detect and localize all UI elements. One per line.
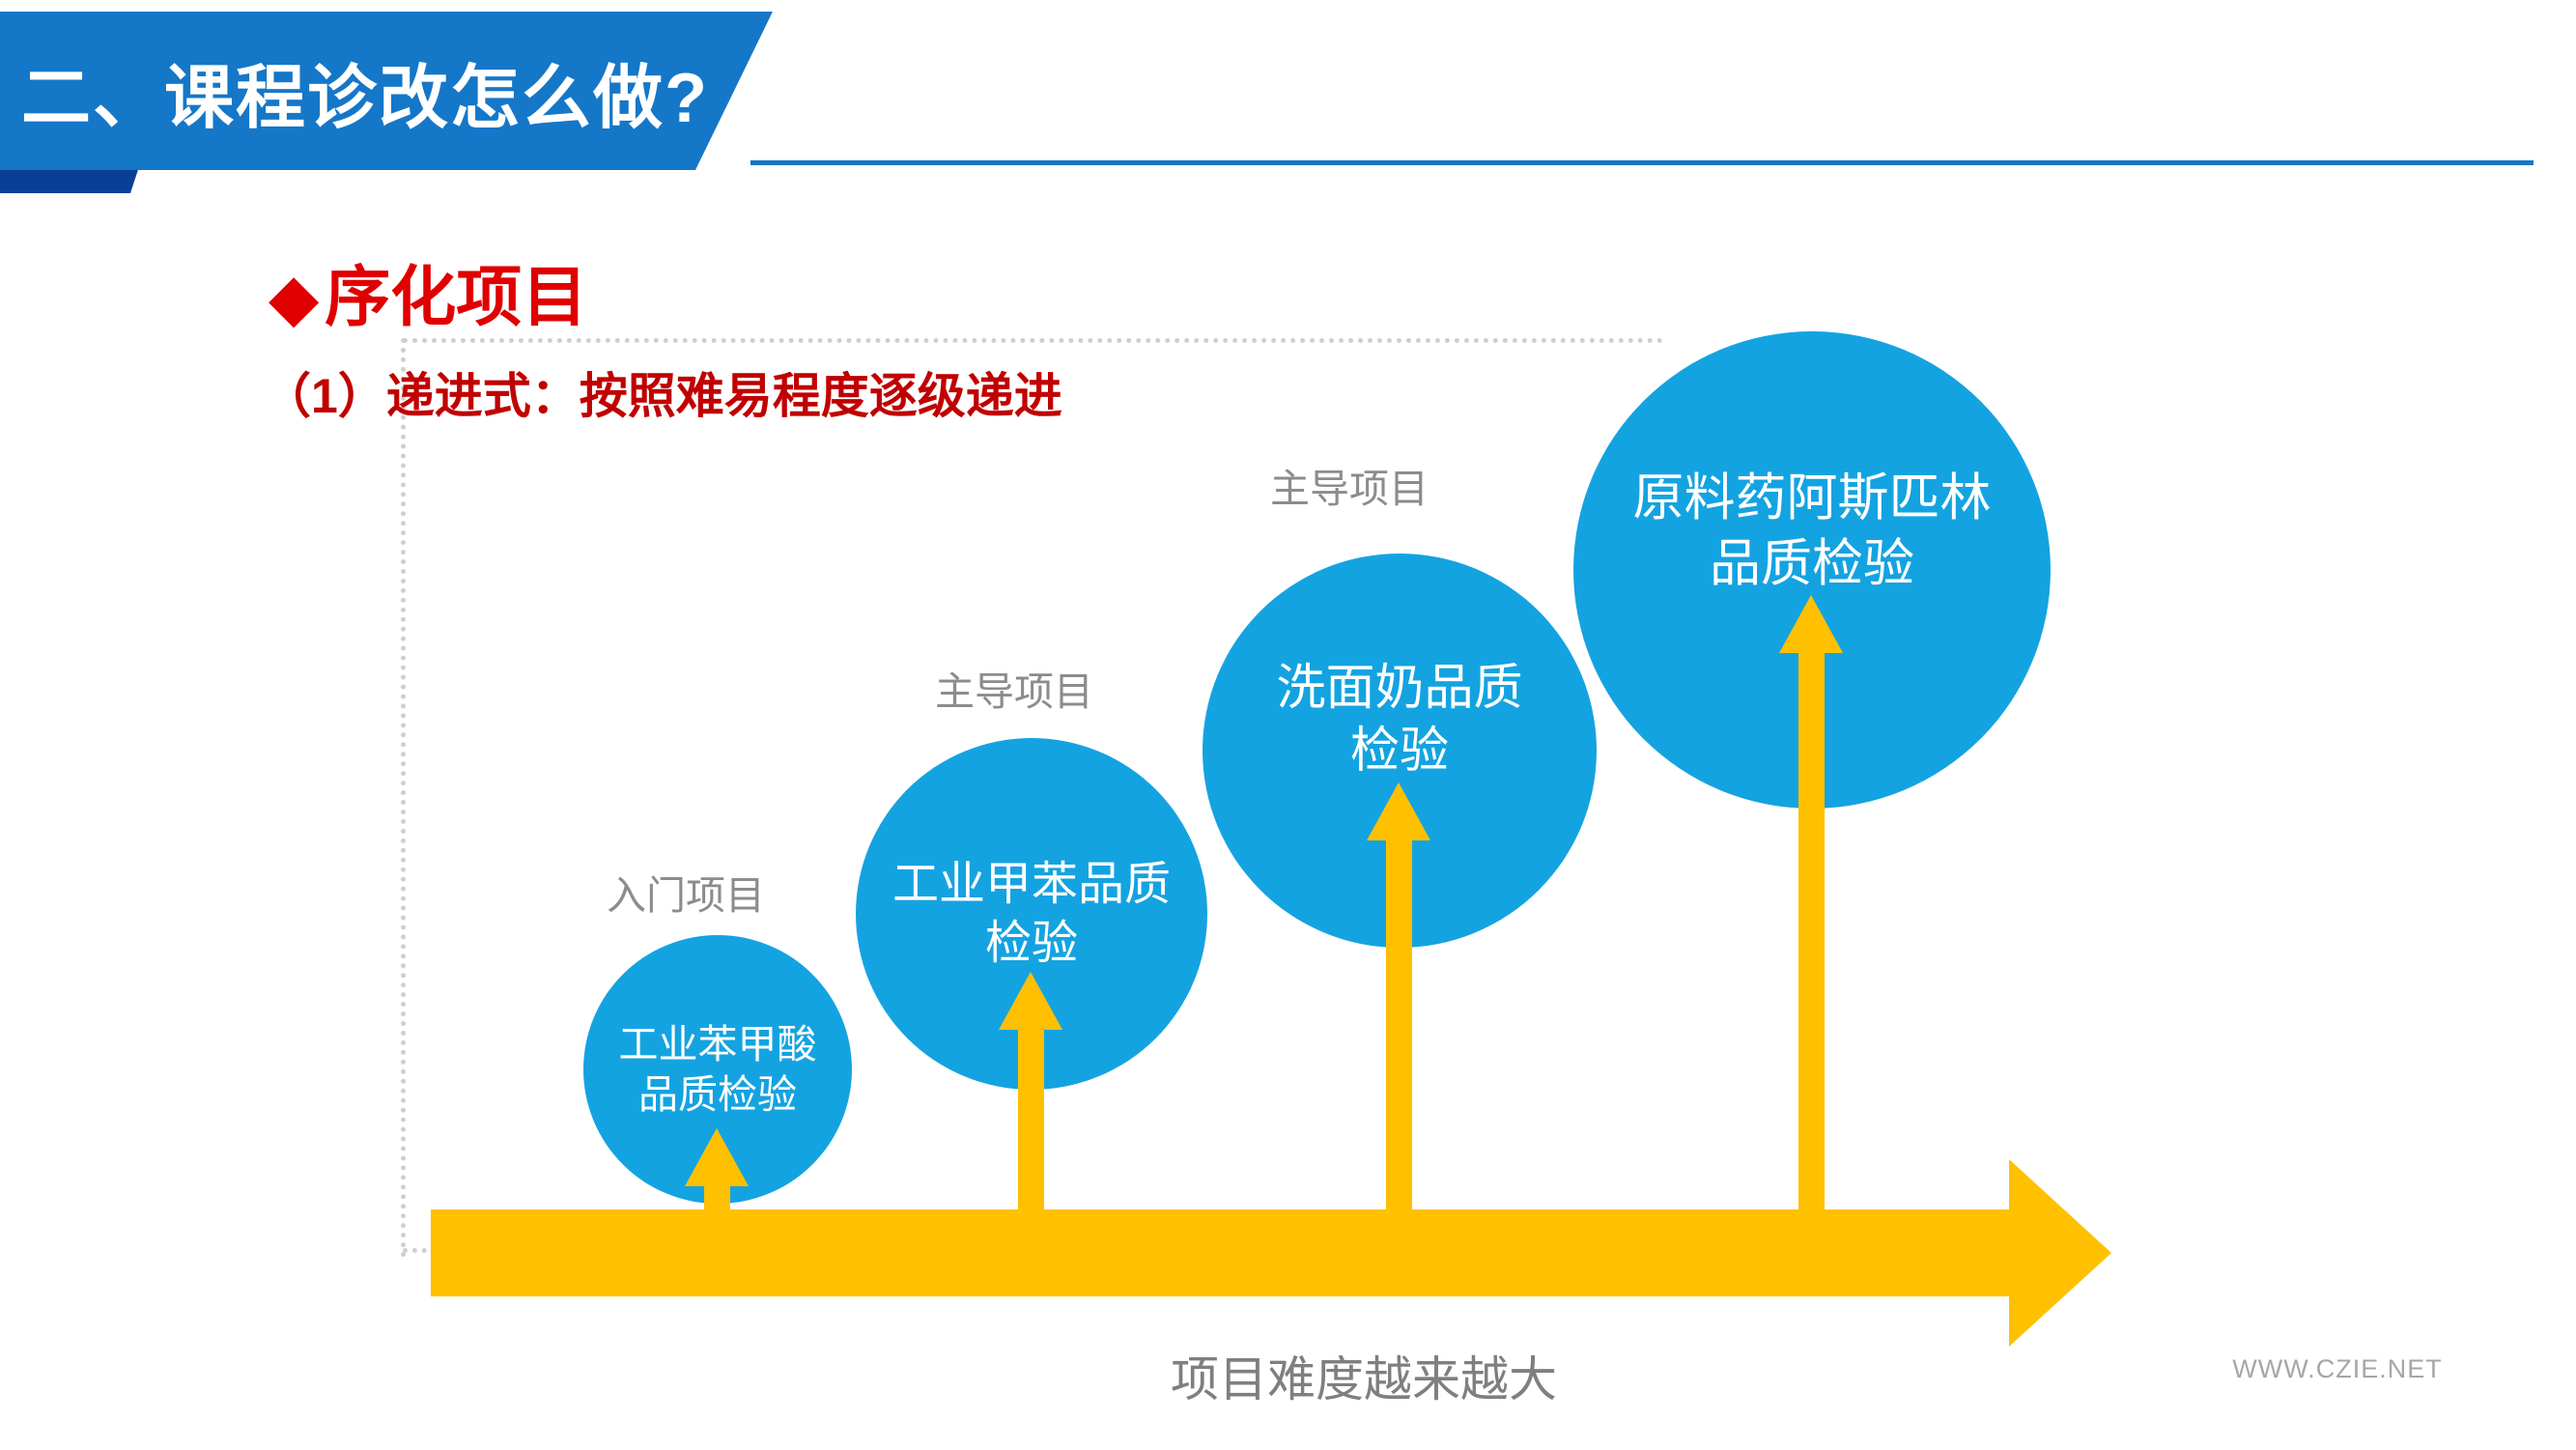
title-banner: 二、课程诊改怎么做? [0,12,773,170]
project-circle-3-line2: 检验 [1349,723,1449,778]
difficulty-axis-arrow-body [431,1209,2009,1296]
up-arrow-icon-1 [685,1128,749,1186]
project-circle-2: 工业甲苯品质 检验 [856,738,1207,1090]
up-arrow-icon-2 [999,972,1062,1030]
dotted-frame-left [401,338,406,1258]
up-arrow-icon-3 [1367,782,1430,840]
section-title: ◆序化项目 [269,243,587,339]
footer-website: WWW.CZIE.NET [2232,1354,2443,1383]
step-category-label-1: 入门项目 [607,873,765,918]
up-arrow-stem-1 [704,1184,730,1258]
project-circle-3-line1: 洗面奶品质 [1276,659,1523,715]
difficulty-axis-arrow-head-icon [2009,1159,2111,1347]
project-circle-1-line2: 品质检验 [638,1072,797,1117]
up-arrow-stem-3 [1386,839,1412,1258]
up-arrow-icon-4 [1779,595,1843,653]
project-circle-2-line2: 检验 [984,918,1078,969]
project-circle-4-line1: 原料药阿斯匹林 [1632,469,1992,527]
up-arrow-stem-4 [1798,651,1825,1258]
project-circle-4-line2: 品质检验 [1710,535,1914,592]
up-arrow-stem-2 [1018,1028,1044,1258]
dotted-frame-top [403,338,1663,343]
diamond-bullet-icon: ◆ [269,261,320,334]
project-circle-1-line1: 工业苯甲酸 [618,1021,817,1066]
slide-title: 二、课程诊改怎么做? [21,59,709,137]
section-title-text: 序化项目 [325,261,588,334]
project-circle-2-line1: 工业甲苯品质 [892,858,1171,910]
step-category-label-3: 主导项目 [1270,467,1429,511]
axis-caption: 项目难度越来越大 [1171,1352,1557,1407]
section-subtitle: （1）递进式：按照难易程度逐级递进 [263,369,1062,423]
step-category-label-2: 主导项目 [935,669,1093,714]
header-divider-line [750,160,2534,165]
